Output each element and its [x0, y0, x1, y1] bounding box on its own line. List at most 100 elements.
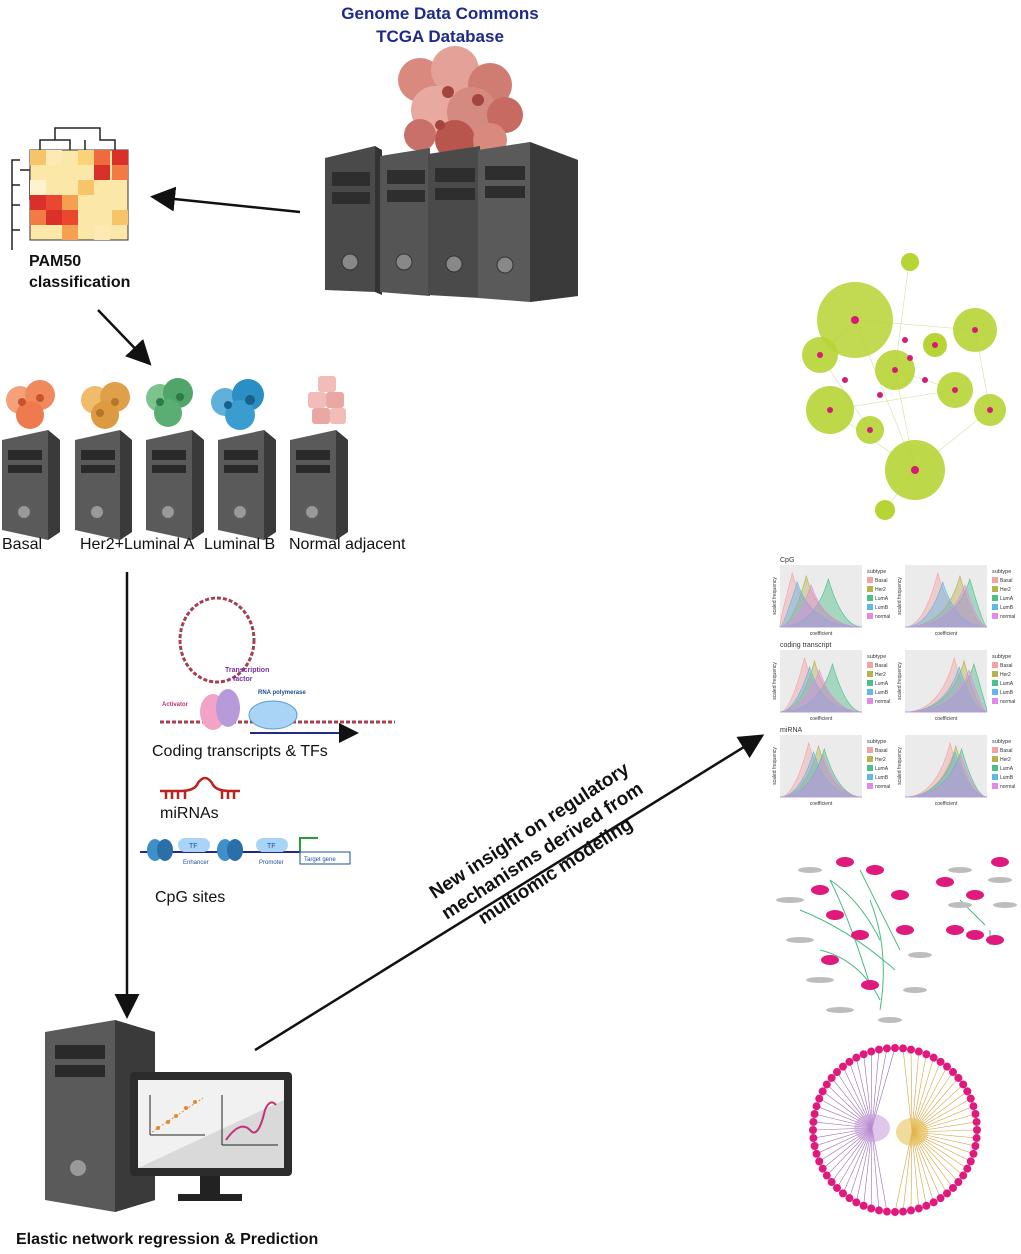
- density-ylabel: scaled frequency: [897, 662, 903, 700]
- cpg-enhancer: Enhancer: [183, 860, 209, 866]
- density-legend-swatch: [867, 595, 873, 601]
- luminal-a-cells-icon: [146, 378, 193, 427]
- network-node: [859, 1201, 868, 1210]
- network-node: [899, 1207, 908, 1216]
- density-legend-title: subtype: [867, 739, 886, 745]
- density-xlabel: coefficient: [810, 716, 833, 722]
- pam50-heatmap-icon: [11, 127, 129, 250]
- density-curve: [904, 656, 988, 713]
- network-node: [936, 1057, 945, 1066]
- cpg-promoter: Promoter: [259, 860, 284, 866]
- density-legend-swatch: [867, 662, 873, 668]
- network-hub: [896, 1118, 928, 1146]
- network-node: [875, 1045, 884, 1054]
- network-node: [929, 1053, 938, 1062]
- density-curve: [779, 662, 863, 713]
- pam50-label: PAM50 classification: [29, 251, 130, 293]
- network-node: [809, 1126, 817, 1134]
- density-legend-swatch: [992, 577, 998, 583]
- density-curve: [904, 747, 988, 798]
- density-curve: [904, 584, 988, 628]
- database-servers-icon: [325, 142, 578, 302]
- network-node: [809, 1134, 818, 1143]
- network-node: [906, 1045, 915, 1054]
- network-hub: [854, 1114, 890, 1142]
- network-node: [914, 1047, 923, 1056]
- density-legend-title: subtype: [992, 569, 1011, 575]
- density-curve: [779, 577, 863, 628]
- basal-cells-icon: [6, 380, 55, 429]
- density-legend-title: subtype: [992, 739, 1011, 745]
- database-title: Genome Data Commons TCGA Database: [300, 2, 580, 48]
- density-curve: [904, 754, 988, 798]
- density-legend-swatch: [992, 774, 998, 780]
- network-node: [827, 1178, 836, 1187]
- activator-label: Activator: [162, 702, 189, 708]
- subtype-label-her2: Her2+: [80, 536, 125, 553]
- density-curve: [904, 744, 988, 798]
- density-legend-swatch: [867, 671, 873, 677]
- mirna-hairpin-icon: [160, 776, 240, 799]
- density-legend-label: Her2: [1000, 672, 1011, 678]
- density-legend-label: Her2: [1000, 587, 1011, 593]
- network-node: [867, 1204, 876, 1213]
- network-node: [973, 1126, 981, 1134]
- network-node: [922, 1201, 931, 1210]
- density-xlabel: coefficient: [935, 801, 958, 807]
- density-legend-swatch: [992, 689, 998, 695]
- network-node: [822, 1080, 831, 1089]
- subtype-label-luminal-b: Luminal B: [204, 536, 276, 553]
- pam50-label-line2: classification: [29, 274, 131, 291]
- network-node: [954, 1073, 963, 1082]
- network-graph-icon: [802, 253, 1006, 520]
- density-legend-label: LumA: [1000, 681, 1014, 687]
- density-legend-swatch: [867, 783, 873, 789]
- density-legend-label: Her2: [1000, 757, 1011, 763]
- network-node: [809, 1117, 818, 1126]
- network-node: [838, 1062, 847, 1071]
- network-node: [972, 1117, 981, 1126]
- density-curve: [779, 750, 863, 798]
- network-node: [966, 1157, 975, 1166]
- network-node: [815, 1094, 824, 1103]
- density-legend-swatch: [867, 680, 873, 686]
- network-node: [891, 1044, 899, 1052]
- density-legend-label: Her2: [875, 672, 886, 678]
- density-legend-title: subtype: [867, 569, 886, 575]
- density-legend-label: LumB: [1000, 605, 1014, 611]
- density-legend-label: Basal: [875, 748, 888, 754]
- density-legend-swatch: [992, 613, 998, 619]
- transcription-illustration: Transcription factor Activator RNA polym…: [160, 596, 395, 743]
- model-label: Elastic network regression & Prediction: [16, 1231, 319, 1248]
- network-node: [852, 1053, 861, 1062]
- network-edge: [871, 1127, 888, 1212]
- density-legend-swatch: [992, 680, 998, 686]
- network-node: [812, 1149, 821, 1158]
- density-legend-swatch: [992, 586, 998, 592]
- density-legend-label: Her2: [875, 587, 886, 593]
- cpg-tf2: TF: [267, 843, 276, 850]
- network-node: [859, 1050, 868, 1059]
- density-legend-swatch: [992, 595, 998, 601]
- her2-cells-icon: [81, 382, 130, 429]
- density-ylabel: scaled frequency: [772, 747, 778, 785]
- density-legend-label: LumA: [1000, 766, 1014, 772]
- density-xlabel: coefficient: [935, 631, 958, 637]
- network-node: [943, 1189, 952, 1198]
- network-node: [818, 1164, 827, 1173]
- network-node: [810, 1141, 819, 1150]
- density-xlabel: coefficient: [810, 801, 833, 807]
- density-curve: [904, 659, 988, 713]
- density-legend-swatch: [992, 604, 998, 610]
- coding-transcripts-label: Coding transcripts & TFs: [152, 743, 328, 760]
- network-node: [922, 1050, 931, 1059]
- network-node: [966, 1094, 975, 1103]
- network-node: [963, 1164, 972, 1173]
- network-node: [971, 1110, 980, 1119]
- network-node: [929, 1198, 938, 1207]
- density-legend-swatch: [992, 783, 998, 789]
- regulatory-network-icon: [776, 857, 1017, 1023]
- density-curve: [779, 580, 863, 628]
- density-curve: [904, 669, 988, 713]
- network-node: [971, 1141, 980, 1150]
